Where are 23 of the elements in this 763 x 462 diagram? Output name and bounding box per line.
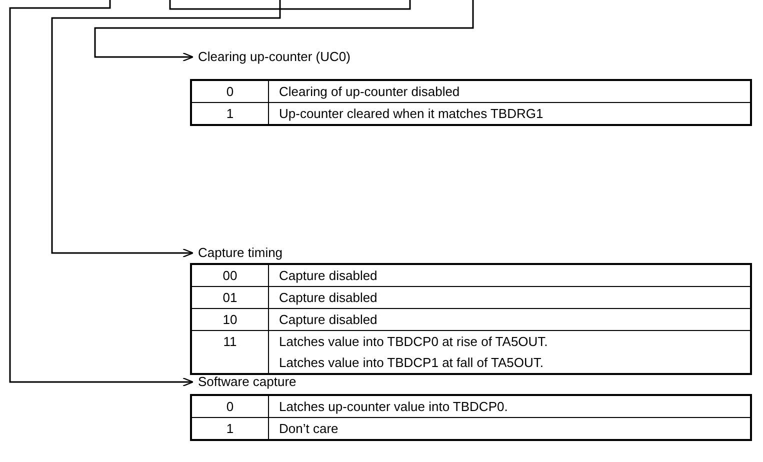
setting-description: Up-counter cleared when it matches TBDRG1 [279,105,544,123]
bit-value: 1 [226,105,234,123]
bit-value: 1 [226,420,234,438]
bit-value: 11 [223,333,237,351]
bit-value: 01 [222,289,238,307]
bit-value: 10 [222,311,238,329]
setting-description: Capture disabled [279,267,378,285]
bit-value: 0 [226,398,234,416]
setting-description: Capture disabled [279,289,378,307]
bit-value: 0 [226,83,234,101]
setting-description: Don’t care [279,420,338,438]
bit-value: 00 [222,267,238,285]
leader-arrow [51,0,281,258]
setting-description: Capture disabled [279,311,378,329]
leader-arrow [9,0,194,387]
leader-arrow [94,0,474,62]
field-heading: Capture timing [192,244,283,262]
setting-description: Latches up-counter value into TBDCP0. [279,398,508,416]
field-heading: Software capture [192,373,296,391]
field-heading: Clearing up-counter (UC0) [192,48,350,66]
setting-description: Clearing of up-counter disabled [279,83,460,101]
setting-description: Latches value into TBDCP1 at fall of TA5OUT. [279,354,544,372]
setting-description: Latches value into TBDCP0 at rise of TA5OUT. [279,333,548,351]
